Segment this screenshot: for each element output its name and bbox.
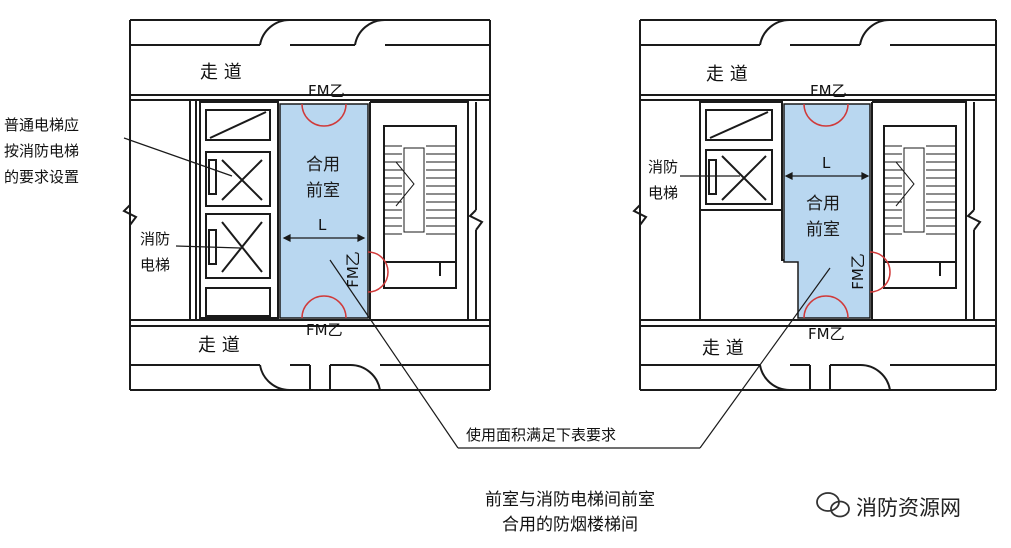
left-length-arrows xyxy=(282,234,366,242)
ordinary-elevator-note-line2: 按消防电梯 xyxy=(4,142,80,160)
left-ordinary-elevator-counterweight xyxy=(208,159,217,195)
left-bottom-corridor-label: 走 道 xyxy=(198,335,240,356)
left-anteroom-fill xyxy=(279,103,369,319)
right-top-corridor-wall xyxy=(640,19,996,101)
right-length-arrows xyxy=(784,172,870,180)
left-plan xyxy=(129,18,491,392)
left-top-fire-door-label: FM乙 xyxy=(308,82,345,100)
right-fire-elevator-label-line1: 消防 xyxy=(648,158,679,176)
left-bottom-door xyxy=(259,363,381,392)
right-bottom-corridor-label: 走 道 xyxy=(702,338,744,359)
left-stair-treads xyxy=(384,145,456,235)
wechat-logo-icon xyxy=(816,492,850,518)
right-stair-treads xyxy=(884,145,956,235)
area-leader-right xyxy=(699,267,831,449)
right-anteroom-label-line1: 合用 xyxy=(806,194,840,214)
left-ordinary-elevator-car xyxy=(205,151,271,207)
right-bottom-corridor-wall xyxy=(640,319,996,391)
right-bottom-fire-door xyxy=(803,295,849,319)
right-stair-landing xyxy=(884,261,956,276)
left-pit xyxy=(205,287,271,317)
left-ordinary-elevator-cross xyxy=(221,159,263,201)
area-leader-left xyxy=(329,259,459,449)
left-top-corridor-wall xyxy=(130,19,490,101)
right-anteroom-fill xyxy=(783,103,871,319)
left-fire-elevator-car xyxy=(205,213,271,279)
left-anteroom-label-line2: 前室 xyxy=(306,181,340,201)
right-stair-inner xyxy=(883,125,957,289)
right-anteroom-label-line2: 前室 xyxy=(806,220,840,240)
watermark-text: 消防资源网 xyxy=(856,496,961,520)
right-side-fire-door-label: FM乙 xyxy=(848,253,867,290)
right-top-corridor-label: 走 道 xyxy=(706,64,748,85)
left-left-break xyxy=(122,204,138,226)
right-fire-elevator-car xyxy=(705,149,773,205)
left-bottom-fire-door xyxy=(301,295,347,319)
right-plan xyxy=(632,18,997,392)
left-fire-elevator-leader xyxy=(175,245,241,249)
left-stair-break xyxy=(468,209,484,231)
right-left-break xyxy=(632,204,648,226)
ordinary-elevator-leader xyxy=(123,137,233,177)
right-bottom-fire-door-label: FM乙 xyxy=(808,325,845,343)
left-side-fire-door xyxy=(367,251,389,293)
right-fire-elevator-cross xyxy=(721,155,767,201)
left-stair-inner xyxy=(383,125,457,289)
right-length-label: L xyxy=(822,154,831,172)
left-bottom-corridor-wall xyxy=(130,319,490,391)
left-stair-walls xyxy=(369,101,477,320)
right-fire-elevator-counterweight xyxy=(708,159,717,195)
left-top-door xyxy=(259,18,386,46)
ordinary-elevator-note-line1: 普通电梯应 xyxy=(4,116,80,134)
left-length-label: L xyxy=(318,216,327,234)
left-side-fire-door-label: FM乙 xyxy=(343,251,362,288)
right-bottom-door xyxy=(759,363,891,392)
left-top-corridor-label: 走 道 xyxy=(200,62,242,83)
left-fire-elevator-label-line2: 电梯 xyxy=(140,256,171,274)
figure-caption-line1: 前室与消防电梯间前室 xyxy=(485,490,655,510)
right-top-door xyxy=(759,18,891,46)
left-top-fire-door xyxy=(301,103,347,127)
left-anteroom-label-line1: 合用 xyxy=(306,155,340,175)
area-requirement-label: 使用面积满足下表要求 xyxy=(466,426,617,444)
right-side-fire-door xyxy=(869,251,891,293)
right-machine-box xyxy=(705,109,773,141)
right-top-fire-door-label: FM乙 xyxy=(810,82,847,100)
left-bottom-fire-door-label: FM乙 xyxy=(306,321,343,339)
left-fire-elevator-label-line1: 消防 xyxy=(140,230,171,248)
ordinary-elevator-note-line3: 的要求设置 xyxy=(4,168,80,186)
right-stair-break xyxy=(966,209,982,231)
left-shaft xyxy=(199,101,279,319)
figure-caption-line2: 合用的防烟楼梯间 xyxy=(502,515,638,535)
right-top-fire-door xyxy=(803,103,849,127)
right-stair-walls xyxy=(871,101,975,320)
left-inner-wall xyxy=(189,100,197,320)
right-fire-elevator-label-line2: 电梯 xyxy=(648,184,679,202)
right-anteroom-wall xyxy=(699,210,796,320)
left-stair-landing xyxy=(384,261,456,276)
left-fire-elevator-cross xyxy=(221,221,263,273)
left-machine-box xyxy=(205,109,271,141)
